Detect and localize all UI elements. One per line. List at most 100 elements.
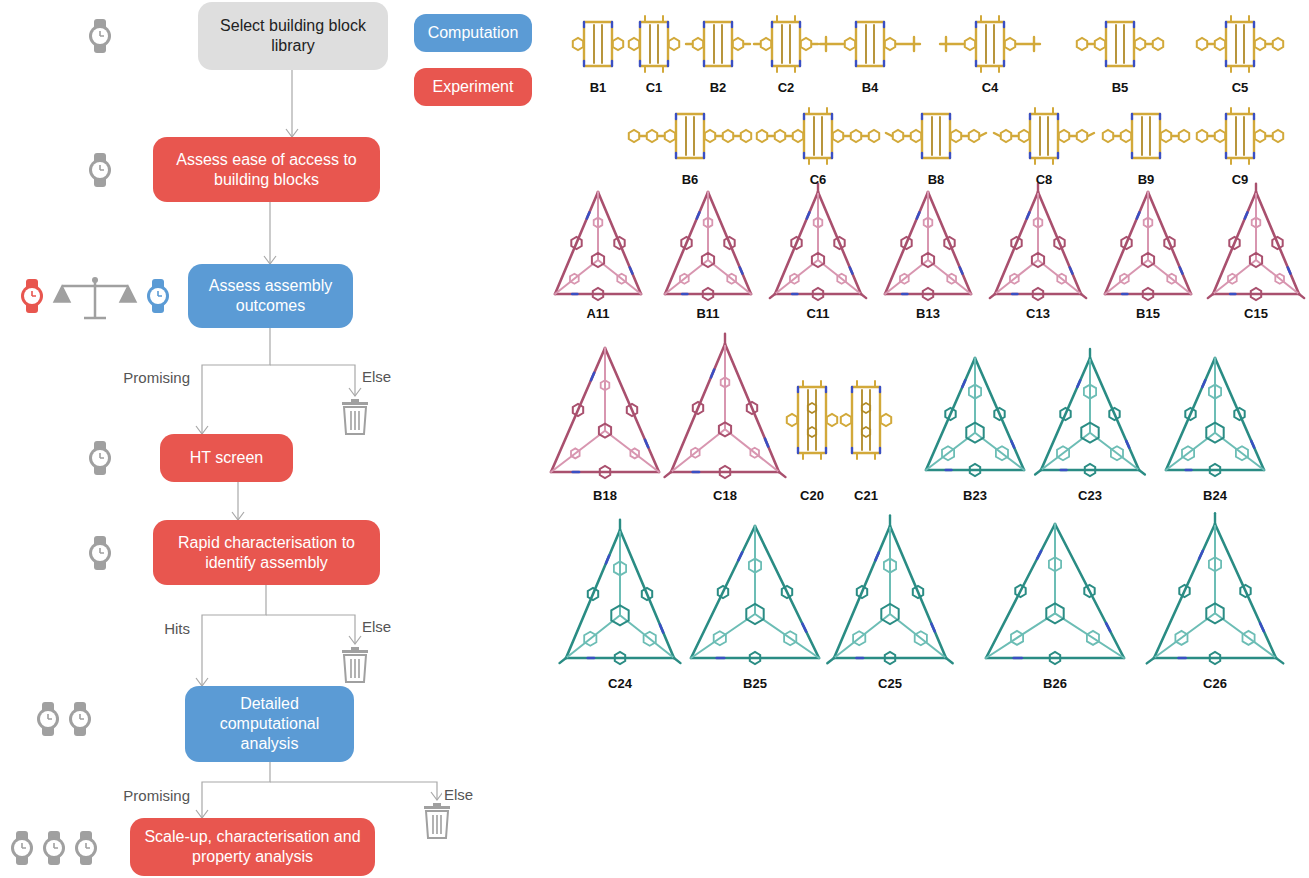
connector-line [202, 762, 270, 818]
illustration-part [671, 429, 725, 472]
cage-molecule [926, 358, 1024, 476]
illustration-part [649, 25, 651, 63]
illustration-part [755, 526, 819, 658]
illustration-part [966, 423, 983, 443]
illustration-part [1154, 613, 1215, 658]
illustration-part [1003, 22, 1005, 27]
illustration-part [611, 61, 613, 66]
illustration-part [931, 117, 933, 155]
illustration-part [720, 466, 730, 478]
illustration-part [1209, 385, 1221, 399]
illustration-part [1240, 585, 1250, 597]
illustration-part [821, 117, 823, 155]
illustration-part [856, 381, 858, 387]
illustration-part [1029, 114, 1031, 119]
illustration-part [551, 431, 605, 472]
illustration-part [1178, 657, 1185, 660]
illustration-part [862, 403, 871, 413]
illustration-part [1034, 43, 1040, 45]
illustration-part [1085, 464, 1095, 476]
illustration-part [833, 130, 843, 142]
illustration-part [662, 16, 664, 22]
illustration-part [721, 25, 723, 63]
illustration-part [1055, 524, 1124, 658]
illustration-part [1032, 253, 1044, 267]
flow-connector [264, 202, 276, 264]
illustration-part [727, 274, 736, 284]
illustration-part [845, 38, 855, 50]
illustration-part [1035, 470, 1041, 475]
box-label: Rapid characterisation to identify assem… [163, 533, 370, 573]
illustration-part [820, 381, 822, 387]
illustration-part [270, 782, 437, 800]
illustration-part [996, 446, 1008, 460]
illustration-part [1027, 212, 1030, 218]
edge-label: Hits [162, 620, 192, 637]
illustration-part [62, 280, 128, 318]
illustration-part [794, 16, 796, 22]
illustration-part [862, 427, 871, 437]
illustration-part [885, 260, 928, 294]
illustration-part [704, 218, 713, 228]
illustration-part [587, 212, 590, 218]
illustration-part [1215, 613, 1276, 658]
illustration-part [1230, 158, 1232, 164]
illustration-part [691, 657, 819, 660]
illustration-part [851, 130, 861, 142]
illustration-part [597, 192, 599, 260]
illustration-part [850, 268, 853, 274]
illustration-part [54, 286, 136, 302]
illustration-part [594, 218, 603, 228]
illustration-part [1011, 631, 1023, 645]
cage-molecule [1077, 22, 1163, 66]
illustration-part [1052, 158, 1054, 164]
illustration-part [1202, 380, 1205, 387]
illustration-part [1206, 603, 1223, 623]
illustration-part [605, 431, 659, 472]
illustration-part [944, 237, 954, 249]
arrowhead [196, 426, 208, 434]
illustration-part [1105, 22, 1107, 27]
illustration-part [630, 268, 633, 274]
illustration-part [886, 133, 892, 136]
cage-molecule [629, 114, 751, 158]
illustration-part [708, 260, 751, 294]
illustration-part [1087, 631, 1099, 645]
branch-label: Else [442, 786, 475, 803]
illustration-part [1228, 274, 1237, 284]
illustration-part [718, 586, 728, 598]
compound-label: B11 [696, 306, 719, 321]
illustration-part [708, 192, 751, 294]
illustration-part [266, 615, 355, 644]
legend-swatch: Computation [414, 14, 532, 52]
illustration-part [1253, 61, 1255, 66]
cage-molecule [686, 22, 750, 66]
illustration-part [1208, 135, 1214, 137]
illustration-part [855, 22, 857, 27]
illustration-part [1180, 268, 1183, 274]
illustration-part [807, 390, 809, 450]
illustration-part [797, 448, 799, 453]
illustration-part [1139, 470, 1145, 475]
illustration-part [1131, 153, 1133, 158]
illustration-part [572, 293, 577, 296]
illustration-part [573, 471, 580, 474]
illustration-part [89, 441, 111, 475]
illustration-part [874, 381, 876, 387]
illustration-part [691, 526, 755, 658]
illustration-part [1243, 117, 1245, 155]
illustration-part [928, 260, 971, 294]
compound-label: C5 [1232, 80, 1249, 95]
illustration-part [1255, 38, 1265, 50]
illustration-part [1089, 349, 1091, 358]
cage-molecule [841, 381, 891, 459]
illustration-part [781, 25, 783, 63]
illustration-part [865, 25, 867, 63]
illustration-part [1003, 61, 1005, 66]
compound-label: B24 [1203, 488, 1227, 503]
illustration-part [1047, 117, 1049, 155]
box-text-group: Assess ease of access to building blocks [163, 150, 370, 190]
illustration-part [928, 192, 971, 294]
illustration-part [584, 65, 612, 67]
illustration-part [1088, 133, 1094, 136]
